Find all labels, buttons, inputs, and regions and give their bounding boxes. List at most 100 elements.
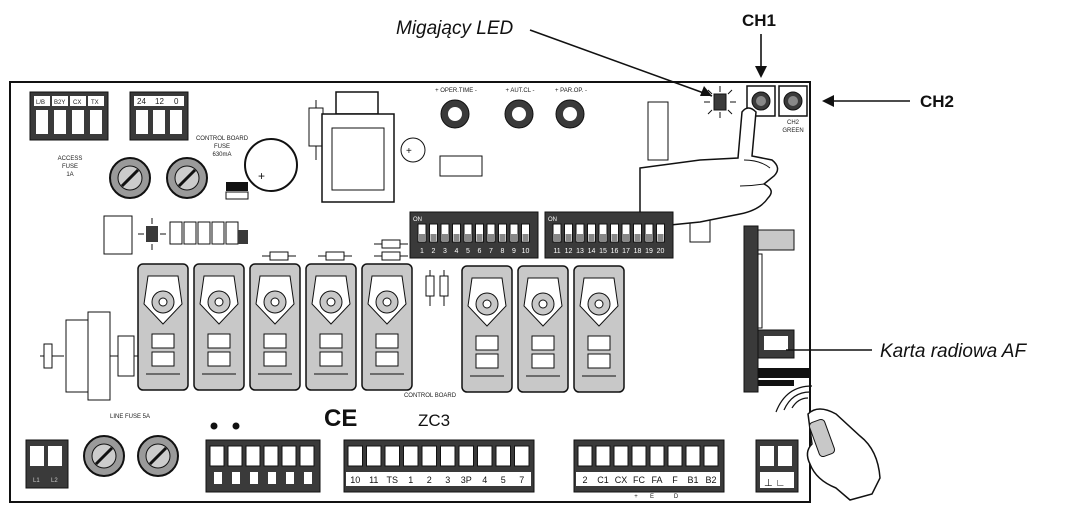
dip-switch-number: 17 — [622, 248, 630, 255]
line-fuse-2 — [137, 435, 179, 477]
dip-switch-number: 15 — [599, 248, 607, 255]
svg-text:+ OPER.TIME -: + OPER.TIME - — [435, 88, 477, 94]
relay — [517, 265, 569, 393]
terminal-label: 7 — [519, 475, 524, 485]
status-led — [138, 218, 166, 250]
terminal-screw — [458, 445, 474, 467]
dip-switch-number: 14 — [588, 248, 596, 255]
terminal-screw — [347, 445, 363, 467]
terminal-label: 24 — [137, 97, 146, 106]
terminal-screw — [263, 445, 279, 467]
top-power-terminal-block: 24 12 0 — [129, 91, 189, 141]
svg-text:GREEN: GREEN — [782, 128, 803, 134]
control-board-fuse-label: CONTROL BOARD FUSE 630mA — [196, 136, 249, 158]
dip-switch-lever — [634, 234, 641, 241]
dip-switch-toggle[interactable] — [417, 223, 427, 243]
component-rect — [439, 155, 483, 177]
svg-text:ON: ON — [548, 217, 557, 223]
dip-switch-number: 1 — [420, 248, 424, 255]
terminal-label: B2 — [705, 475, 716, 485]
dip-switch-toggle[interactable] — [644, 223, 654, 243]
terminal-label: 12 — [155, 97, 164, 106]
dip-switch-lever — [623, 234, 629, 241]
dip-switch-number: 3 — [443, 248, 447, 255]
dip-switch-number: 13 — [576, 248, 584, 255]
dip-switch-number: 20 — [657, 248, 665, 255]
dip-switch-toggle[interactable] — [621, 223, 631, 243]
terminal-screw — [595, 445, 611, 467]
dip-switch-lever — [430, 234, 437, 241]
dip-switch-toggle[interactable] — [498, 223, 507, 243]
dip-switch-number: 11 — [553, 248, 560, 255]
dip-switch-lever — [554, 234, 560, 241]
ch1-arrow — [755, 34, 767, 78]
dip-switch-toggle[interactable] — [509, 223, 519, 243]
top-left-terminal-block: L/B B2Y CX TX — [29, 91, 109, 141]
dip-switch-toggle[interactable] — [633, 223, 642, 243]
terminal-screw — [299, 445, 315, 467]
dip-switch-toggle[interactable] — [552, 223, 562, 243]
dip-switch-toggle[interactable] — [440, 223, 450, 243]
dip-switch-number: 10 — [522, 248, 530, 255]
dip-switch-number: 4 — [455, 248, 459, 255]
terminal-screw — [631, 445, 647, 467]
svg-text:+: + — [258, 169, 265, 183]
dip-switch-toggle[interactable] — [475, 223, 484, 243]
relay — [305, 263, 357, 391]
blinking-led-callout: Migający LED — [396, 18, 513, 39]
dip-switch-lever — [511, 234, 517, 241]
small-jumper — [225, 182, 249, 200]
svg-text:+: + — [406, 146, 412, 157]
antenna-terminal-block: ⊥ ∟ — [755, 439, 799, 493]
relay — [461, 265, 513, 393]
terminal-label: CX — [615, 475, 628, 485]
ce-mark: CE — [324, 405, 357, 432]
dip-switch-toggle[interactable] — [587, 223, 596, 243]
dip-switch-number: 6 — [478, 248, 482, 255]
terminal-label: C1 — [597, 475, 609, 485]
control-board-bottom-label: CONTROL BOARD — [404, 393, 457, 399]
dip-switch-toggle[interactable] — [429, 223, 438, 243]
terminal-screw — [477, 445, 493, 467]
bottom-left-terminal-block: L1 L2 — [25, 439, 69, 489]
control-board-fuse — [166, 157, 208, 199]
terminal-label: TX — [91, 100, 99, 106]
svg-text:E: E — [650, 494, 654, 500]
accessories-fuse — [109, 157, 151, 199]
trimmer-par-op: + PAR.OP. - — [555, 88, 587, 129]
dip-switch-toggle[interactable] — [486, 223, 496, 243]
dip-switch-toggle[interactable] — [610, 223, 619, 243]
dot — [232, 422, 240, 430]
dip-switch-lever — [577, 234, 583, 241]
ch2-button[interactable] — [778, 85, 808, 117]
dip-switch-lever — [588, 234, 595, 241]
model-label: ZC3 — [418, 411, 450, 430]
terminal-marker — [286, 472, 294, 484]
svg-text:+ AUT.CL -: + AUT.CL - — [506, 88, 535, 94]
dip-switch-toggle[interactable] — [463, 223, 473, 243]
dip-switch-toggle[interactable] — [452, 223, 461, 243]
terminal-screw — [495, 445, 511, 467]
resistor-vertical — [308, 100, 324, 160]
dip-switch-lever — [646, 234, 652, 241]
dip-switch-toggle[interactable] — [564, 223, 573, 243]
dip-switch-lever — [442, 234, 448, 241]
capacitor-large: + — [244, 138, 298, 192]
svg-text:D: D — [674, 494, 679, 500]
dip-switch-toggle[interactable] — [575, 223, 585, 243]
module-vertical — [647, 101, 669, 161]
terminal-label: TS — [386, 475, 398, 485]
terminal-label-strip — [576, 472, 720, 486]
dip-switch-toggle[interactable] — [656, 223, 665, 243]
terminal-label: CX — [73, 100, 81, 106]
dip-switch-toggle[interactable] — [598, 223, 608, 243]
svg-text:L2: L2 — [51, 478, 58, 484]
svg-text:ON: ON — [413, 217, 422, 223]
dip-switch-lever — [419, 234, 425, 241]
dip-switch-toggle[interactable] — [521, 223, 530, 243]
ch2-small-label: CH2 GREEN — [782, 120, 803, 134]
